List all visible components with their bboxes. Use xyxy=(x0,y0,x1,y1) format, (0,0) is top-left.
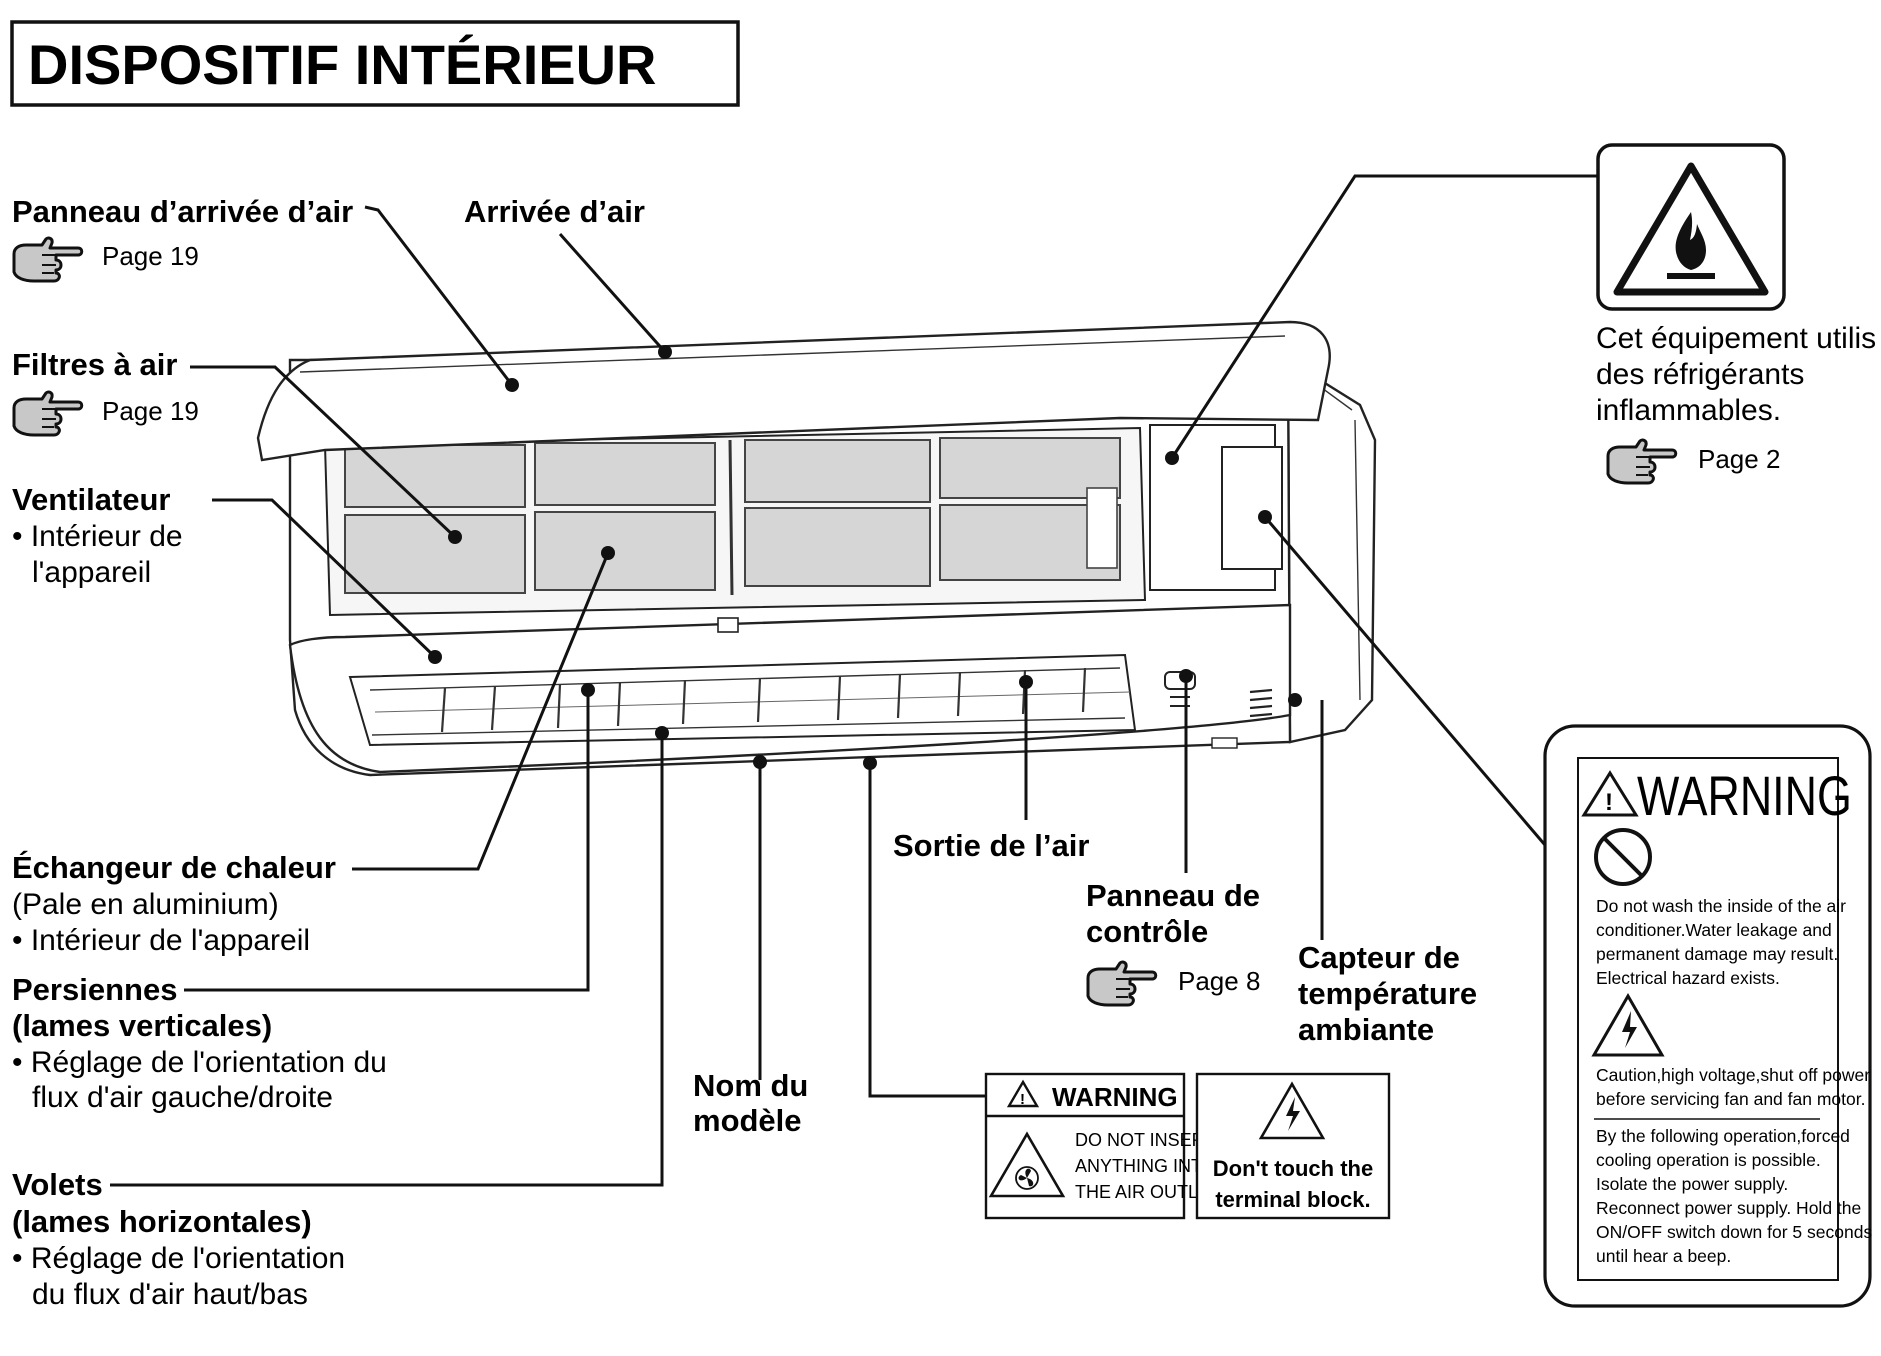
nom-modele-line1: Nom du xyxy=(693,1068,808,1103)
panneau-arrivee-title: Panneau d’arrivée d’air xyxy=(12,194,353,229)
warning-panel-header: WARNING xyxy=(1637,764,1852,827)
panneau-controle-line1: Panneau de xyxy=(1086,878,1260,913)
flammable-line: des réfrigérants xyxy=(1596,358,1804,391)
warning-block1-line: Do not wash the inside of the air xyxy=(1596,896,1846,916)
warning-panel: ! WARNING Do not wash the inside of the … xyxy=(1543,724,1872,1308)
label-echangeur: Échangeur de chaleur (Pale en aluminium)… xyxy=(12,850,336,957)
warning-block1-line: permanent damage may result. xyxy=(1596,944,1838,964)
page-title-text: DISPOSITIF INTÉRIEUR xyxy=(28,33,657,96)
label-filtres: Filtres à air Page 19 xyxy=(12,347,199,437)
label-panneau-arrivee: Panneau d’arrivée d’air Page 19 xyxy=(12,194,353,283)
volets-title: Volets xyxy=(12,1167,103,1202)
nom-modele-line2: modèle xyxy=(693,1103,802,1138)
warning-block1-line: conditioner.Water leakage and xyxy=(1596,920,1832,940)
ventilateur-line: • Intérieur de xyxy=(12,520,183,553)
capteur-line2: température xyxy=(1298,976,1477,1011)
warning-block3-line: cooling operation is possible. xyxy=(1596,1150,1821,1170)
warning-block3-line: By the following operation,forced xyxy=(1596,1126,1850,1146)
svg-text:!: ! xyxy=(1020,1091,1025,1108)
pointing-hand-icon xyxy=(1086,960,1158,1007)
warning-block3-line: until hear a beep. xyxy=(1596,1246,1731,1266)
persiennes-line: • Réglage de l'orientation du xyxy=(12,1046,387,1079)
terminal-warning-line: Don't touch the xyxy=(1213,1156,1373,1181)
warning-block2-line: Caution,high voltage,shut off power xyxy=(1596,1065,1870,1085)
terminal-warning-line: terminal block. xyxy=(1215,1187,1370,1212)
flammable-warning-icon xyxy=(1613,162,1769,296)
outlet-warning-header: WARNING xyxy=(1052,1082,1178,1112)
outlet-warning-label: ! WARNING DO NOT INSERT ANYTHING INTO TH… xyxy=(984,1072,1391,1220)
persiennes-line: flux d'air gauche/droite xyxy=(32,1081,333,1114)
warning-block3-line: ON/OFF switch down for 5 seconds xyxy=(1596,1222,1872,1242)
outlet-warning-line: ANYTHING INTO xyxy=(1075,1156,1216,1176)
page-title: DISPOSITIF INTÉRIEUR xyxy=(10,20,740,107)
filtres-title: Filtres à air xyxy=(12,347,177,382)
panneau-controle-page: Page 8 xyxy=(1178,966,1260,996)
label-capteur: Capteur de température ambiante xyxy=(1298,940,1477,1047)
pointing-hand-icon xyxy=(12,236,84,283)
svg-text:!: ! xyxy=(1605,789,1613,816)
high-voltage-icon xyxy=(1591,992,1665,1057)
capteur-line3: ambiante xyxy=(1298,1012,1434,1047)
filtres-page: Page 19 xyxy=(102,396,199,426)
warning-block3-line: Isolate the power supply. xyxy=(1596,1174,1788,1194)
label-volets: Volets (lames horizontales) • Réglage de… xyxy=(12,1167,345,1311)
flammable-line: Cet équipement utilis xyxy=(1596,322,1876,355)
outlet-warning-line: THE AIR OUTLET xyxy=(1075,1182,1221,1202)
warning-block2-line: before servicing fan and fan motor. xyxy=(1596,1089,1865,1109)
high-voltage-icon xyxy=(1258,1081,1326,1140)
volets-line: du flux d'air haut/bas xyxy=(32,1278,308,1311)
panneau-arrivee-page: Page 19 xyxy=(102,241,199,271)
flammable-notice: Cet équipement utilis des réfrigérants i… xyxy=(1596,143,1876,485)
warning-block1-line: Electrical hazard exists. xyxy=(1596,968,1780,988)
label-panneau-controle: Panneau de contrôle Page 8 xyxy=(1086,878,1260,1007)
warning-triangle-icon: ! xyxy=(1581,770,1639,817)
volets-title2: (lames horizontales) xyxy=(12,1204,312,1239)
label-sortie-air: Sortie de l’air xyxy=(893,828,1089,863)
leader-lines xyxy=(110,174,1598,1187)
echangeur-title: Échangeur de chaleur xyxy=(12,850,336,885)
flammable-page: Page 2 xyxy=(1698,444,1780,474)
ventilateur-title: Ventilateur xyxy=(12,482,171,517)
label-persiennes: Persiennes (lames verticales) • Réglage … xyxy=(12,972,387,1114)
ventilateur-line: l'appareil xyxy=(32,556,151,589)
echangeur-sub: (Pale en aluminium) xyxy=(12,888,279,921)
indoor-unit-drawing xyxy=(256,320,1377,777)
warning-triangle-icon: ! xyxy=(1006,1079,1040,1108)
prohibition-icon xyxy=(1594,828,1652,886)
label-ventilateur: Ventilateur • Intérieur de l'appareil xyxy=(12,482,183,589)
flammable-line: inflammables. xyxy=(1596,394,1781,427)
panneau-controle-line2: contrôle xyxy=(1086,914,1208,949)
persiennes-title: Persiennes xyxy=(12,972,177,1007)
persiennes-title2: (lames verticales) xyxy=(12,1008,272,1043)
echangeur-line: • Intérieur de l'appareil xyxy=(12,924,310,957)
capteur-line1: Capteur de xyxy=(1298,940,1460,975)
label-nom-modele: Nom du modèle xyxy=(693,1068,808,1138)
outlet-warning-line: DO NOT INSERT xyxy=(1075,1130,1215,1150)
fan-icon xyxy=(988,1131,1066,1198)
pointing-hand-icon xyxy=(12,390,84,437)
volets-line: • Réglage de l'orientation xyxy=(12,1242,345,1275)
warning-block3-line: Reconnect power supply. Hold the xyxy=(1596,1198,1861,1218)
label-arrivee-air: Arrivée d’air xyxy=(464,194,645,229)
pointing-hand-icon xyxy=(1606,438,1678,485)
